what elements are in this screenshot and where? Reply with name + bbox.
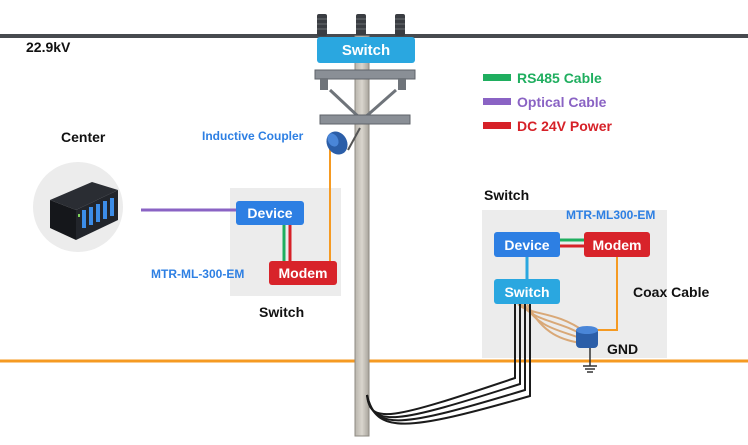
pole-to-switch-cables xyxy=(366,303,531,425)
right-switch-title: Switch xyxy=(484,187,529,203)
legend-rs485-swatch xyxy=(483,74,511,81)
right-modem-label: Modem xyxy=(593,237,642,253)
left-device-box: Device xyxy=(236,201,304,225)
legend-optical-swatch xyxy=(483,98,511,105)
ground-symbol-icon xyxy=(583,348,597,373)
right-model-label: MTR-ML300-EM xyxy=(566,208,655,222)
inductive-coupler-icon xyxy=(326,131,348,155)
utility-pole xyxy=(354,35,370,437)
voltage-label: 22.9kV xyxy=(26,39,71,55)
left-switch-label: Switch xyxy=(259,304,304,320)
center-label: Center xyxy=(61,129,106,145)
right-switch-box-label: Switch xyxy=(504,284,549,300)
left-model-label: MTR-ML-300-EM xyxy=(151,267,244,281)
legend-optical-label: Optical Cable xyxy=(517,94,607,110)
right-device-label: Device xyxy=(504,237,549,253)
right-coupler-icon xyxy=(576,326,598,348)
right-modem-box: Modem xyxy=(584,232,650,257)
legend-dc24v-swatch xyxy=(483,122,511,129)
left-modem-box: Modem xyxy=(269,261,337,285)
gnd-label: GND xyxy=(607,341,638,357)
cross-arm-upper xyxy=(314,69,416,80)
pole-switch-label: Switch xyxy=(342,42,390,59)
left-modem-label: Modem xyxy=(279,265,328,281)
left-device-label: Device xyxy=(247,205,292,221)
coax-cable xyxy=(592,257,618,331)
right-device-box: Device xyxy=(494,232,560,257)
legend: RS485 Cable Optical Cable DC 24V Power xyxy=(483,70,612,134)
right-switch-box: Switch xyxy=(494,279,560,304)
inductive-coupler-label: Inductive Coupler xyxy=(202,129,304,143)
cross-arm-lower xyxy=(319,114,411,125)
coax-cable-label: Coax Cable xyxy=(633,284,709,300)
legend-dc24v-label: DC 24V Power xyxy=(517,118,612,134)
insulators xyxy=(317,14,405,36)
pole-switch-box: Switch xyxy=(317,37,415,63)
legend-rs485-label: RS485 Cable xyxy=(517,70,602,86)
center-server-icon xyxy=(33,162,123,252)
